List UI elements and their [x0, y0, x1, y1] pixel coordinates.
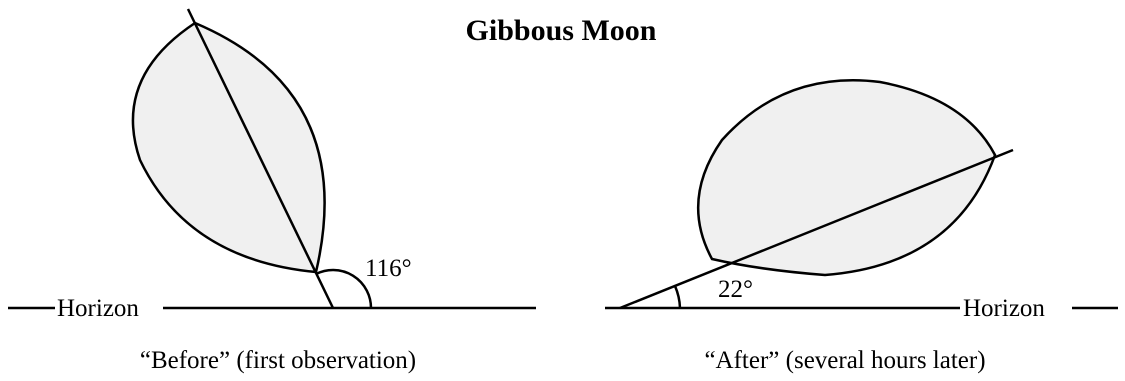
- after-caption: “After” (several hours later): [704, 347, 985, 374]
- before-panel: Horizon 116° “Before” (first observation…: [8, 8, 536, 374]
- before-moon: [131, 21, 326, 274]
- after-axis-line: [619, 148, 1014, 310]
- before-angle-arc: [315, 268, 373, 309]
- diagram-title: Gibbous Moon: [466, 14, 657, 47]
- after-panel: Horizon 22° “After” (several hours later…: [605, 78, 1118, 374]
- after-angle-label: 22°: [718, 276, 753, 303]
- before-horizon-label: Horizon: [57, 295, 139, 322]
- before-angle-label: 116°: [365, 255, 412, 282]
- after-horizon-label: Horizon: [963, 295, 1045, 322]
- after-angle-arc: [673, 285, 682, 309]
- before-axis-line: [186, 8, 335, 309]
- before-caption: “Before” (first observation): [140, 347, 416, 374]
- after-moon: [696, 78, 997, 277]
